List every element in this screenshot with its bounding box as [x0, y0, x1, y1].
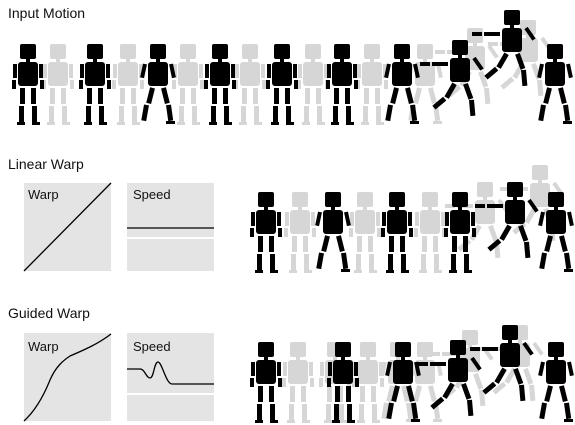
guided-warp-plot: Warp [23, 333, 112, 422]
linear-speed-plot: Speed [127, 183, 214, 271]
guided-speed-label: Speed [133, 339, 171, 354]
input-motion-title: Input Motion [8, 5, 86, 21]
linear-warp-label: Warp [28, 187, 59, 202]
guided-speed-plot: Speed [127, 333, 214, 421]
guided-warp-label: Warp [28, 339, 59, 354]
guided-warp-title: Guided Warp [8, 305, 90, 321]
linear-warp-plot: Warp [23, 182, 112, 272]
input-motion-figures [12, 10, 573, 125]
linear-warp-title: Linear Warp [8, 156, 84, 172]
linear-speed-label: Speed [133, 187, 171, 202]
